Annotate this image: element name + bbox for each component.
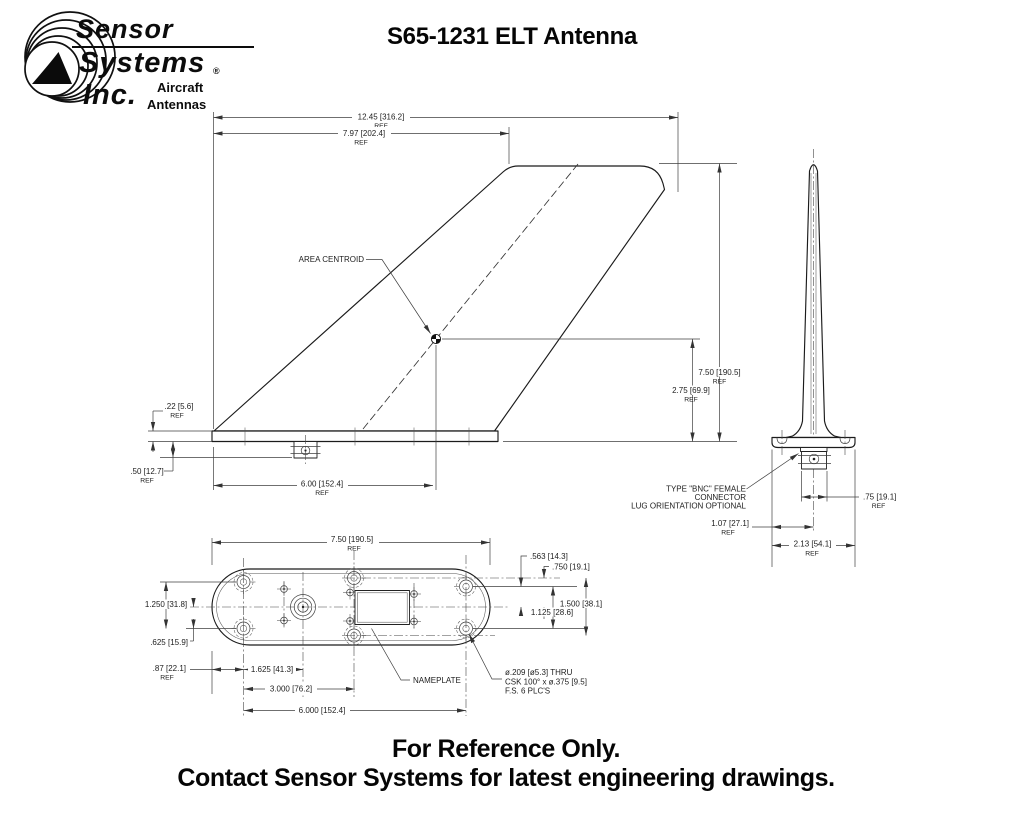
front-bnc-connector	[798, 447, 831, 470]
logo-ring	[24, 11, 116, 103]
dim-connector-width: .75 [19.1]	[863, 493, 896, 502]
footer-line2: Contact Sensor Systems for latest engine…	[177, 764, 835, 792]
bottom-view: 7.50 [190.5] REF	[142, 535, 605, 716]
front-flange	[771, 436, 856, 449]
centroid-symbol	[430, 333, 700, 490]
dim-connector-drop: .50 [12.7]	[130, 467, 163, 476]
dim-hole-up-563-group	[518, 555, 527, 617]
dim-hole-up-563: .563 [14.3]	[530, 552, 568, 561]
sensor-systems-logo: Sensor Systems ® Inc. Aircraft Antennas	[6, 4, 276, 124]
dim-height: 7.50 [190.5]	[698, 368, 740, 377]
logo-blade-triangle-icon	[32, 52, 72, 84]
hole-callout-line3: F.S. 6 PLC'S	[505, 687, 550, 696]
dim-hole-up-750: .750 [19.1]	[552, 563, 590, 572]
ref-label: REF	[170, 413, 184, 420]
area-centroid-label: AREA CENTROID	[299, 255, 365, 264]
dim-edge-to-hole: .87 [22.1]	[153, 664, 186, 673]
brand-tag-antennas: Antennas	[147, 97, 207, 112]
footer-note: For Reference Only. Contact Sensor Syste…	[0, 735, 1012, 793]
dim-plate-length: 7.50 [190.5]	[331, 535, 373, 544]
ref-label: REF	[315, 490, 329, 497]
dim-hole-down-625-group	[190, 597, 196, 642]
front-view: TYPE "BNC" FEMALE CONNECTOR LUG ORIENTAT…	[631, 149, 896, 567]
ref-label: REF	[354, 140, 368, 147]
dim-base-lip-group	[148, 410, 212, 452]
bnc-note-line2: CONNECTOR	[695, 493, 747, 502]
logo-underline	[72, 46, 254, 48]
bnc-note-line1: TYPE "BNC" FEMALE	[666, 485, 746, 494]
page-title: S65-1231 ELT Antenna	[386, 23, 638, 50]
blade-outline	[213, 165, 666, 432]
dim-connector-offset: 1.07 [27.1]	[711, 519, 749, 528]
bottom-bnc-connector	[290, 594, 316, 620]
brand-word-systems: Systems	[79, 47, 206, 79]
brand-tag-aircraft: Aircraft	[157, 80, 204, 95]
ref-label: REF	[140, 478, 154, 485]
dim-span-3000: 3.000 [76.2]	[270, 685, 312, 694]
dim-hole-span-1500: 1.500 [38.1]	[560, 600, 602, 609]
footer-line1: For Reference Only.	[391, 735, 621, 763]
nameplate-label: NAMEPLATE	[413, 676, 461, 685]
ref-label: REF	[872, 503, 886, 510]
ref-label: REF	[374, 123, 388, 130]
bnc-note-line3: LUG ORIENTATION OPTIONAL	[631, 502, 746, 511]
ref-label: REF	[805, 551, 819, 558]
logo-rings-graphic	[24, 11, 116, 103]
dim-hole-down-625: .625 [15.9]	[150, 638, 188, 647]
side-bnc-connector	[290, 435, 321, 464]
dim-upper-length: 7.97 [202.4]	[343, 129, 385, 138]
dim-span-6000: 6.000 [152.4]	[299, 706, 346, 715]
dim-base-lip: .22 [5.6]	[165, 402, 194, 411]
countersunk-holes	[231, 566, 478, 648]
dim-hole-span-1250: 1.250 [31.8]	[145, 600, 187, 609]
dim-centroid-height: 2.75 [69.9]	[672, 386, 710, 395]
ref-label: REF	[721, 530, 735, 537]
hole-callout-line2: CSK 100° x ø.375 [9.5]	[505, 678, 587, 687]
dim-centroid-offset: 6.00 [152.4]	[301, 480, 343, 489]
dim-hole-span-1125: 1.125 [28.6]	[531, 608, 573, 617]
ref-label: REF	[347, 546, 361, 553]
dim-overall-length: 12.45 [316.2]	[358, 113, 405, 122]
dim-base-width: 2.13 [54.1]	[794, 540, 832, 549]
dim-hole-to-bnc: 1.625 [41.3]	[251, 665, 293, 674]
ref-label: REF	[684, 397, 698, 404]
registered-mark: ®	[213, 66, 221, 76]
dim-connector-drop-group	[160, 441, 292, 472]
base-hole-ticks	[244, 427, 470, 446]
ref-label: REF	[160, 675, 174, 682]
hole-callout-line1: ø.209 [ø5.3] THRU	[505, 668, 573, 677]
nameplate-outline	[354, 590, 410, 625]
ref-label: REF	[713, 379, 727, 386]
side-view: 12.45 [316.2] REF 7.97 [202.4] REF	[130, 110, 745, 497]
brand-word-inc: Inc.	[83, 79, 137, 111]
brand-word-sensor: Sensor	[76, 14, 174, 44]
